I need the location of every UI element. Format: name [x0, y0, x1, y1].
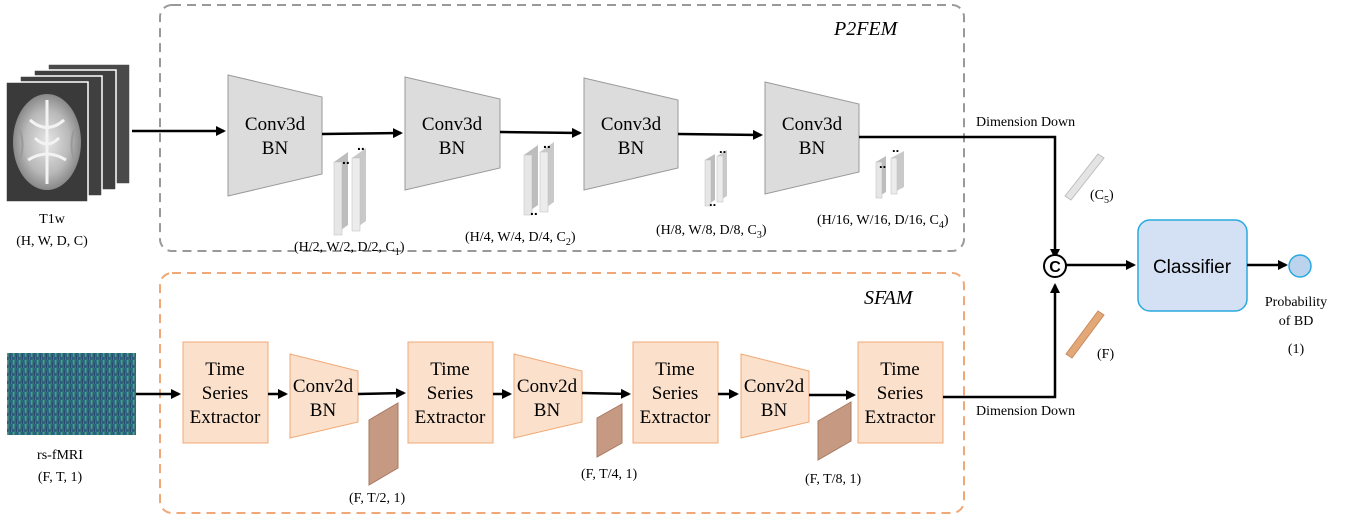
feature-shape-2d-label: (F, T/4, 1)	[581, 467, 638, 482]
svg-text:..: ..	[879, 156, 886, 171]
f-vector-label: (F)	[1097, 347, 1114, 362]
dimension-down-label-bottom: Dimension Down	[976, 404, 1075, 419]
feature-map-3d: .. ..	[704, 141, 727, 209]
p2fem-arrows	[132, 126, 1060, 259]
conv3d-block: Conv3d BN	[227, 74, 323, 197]
concat-symbol: C	[1049, 259, 1061, 276]
feature-shape-3d-label: (H/16, W/16, D/16, C4)	[817, 213, 949, 231]
svg-text:..: ..	[709, 194, 716, 209]
p2fem-title: P2FEM	[833, 18, 899, 40]
feature-map-3d: .. ..	[875, 140, 904, 199]
conv3d-label-1: Conv3d	[601, 114, 662, 135]
tse-line-2: Series	[652, 383, 698, 404]
feature-map-2d	[596, 403, 623, 458]
conv3d-block: Conv3d BN	[583, 77, 679, 191]
output-label-1: Probability	[1265, 295, 1327, 310]
conv2d-label-1: Conv2d	[744, 376, 805, 397]
conv2d-label-1: Conv2d	[293, 376, 354, 397]
fmri-label: rs-fMRI	[37, 448, 83, 463]
t1w-label: T1w	[39, 212, 66, 227]
tse-line-1: Time	[430, 359, 469, 380]
sfam-arrows	[136, 283, 1060, 400]
feature-map-3d: .. ..	[523, 135, 554, 218]
svg-text:..: ..	[543, 135, 551, 151]
tse-line-2: Series	[877, 383, 923, 404]
svg-text:..: ..	[342, 151, 350, 167]
output-shape: (1)	[1288, 342, 1305, 357]
output-node	[1288, 254, 1312, 278]
conv3d-label-2: BN	[618, 138, 645, 159]
tse-line-1: Time	[205, 359, 244, 380]
classifier-label: Classifier	[1153, 257, 1232, 278]
conv3d-label-1: Conv3d	[422, 114, 483, 135]
time-series-extractor: Time Series Extractor	[632, 341, 719, 444]
conv3d-block: Conv3d BN	[404, 76, 501, 191]
tse-line-3: Extractor	[865, 407, 936, 428]
feature-map-3d: .. ..	[333, 137, 366, 236]
svg-text:..: ..	[357, 137, 365, 153]
tse-line-2: Series	[427, 383, 473, 404]
conv3d-label-2: BN	[262, 138, 289, 159]
svg-text:..: ..	[530, 202, 538, 218]
conv2d-label-1: Conv2d	[517, 376, 578, 397]
conv3d-label-2: BN	[439, 138, 466, 159]
sfam-title: SFAM	[864, 287, 914, 309]
feature-shape-3d-label: (H/8, W/8, D/8, C3)	[656, 223, 767, 241]
c5-vector	[1064, 153, 1105, 201]
conv3d-label-1: Conv3d	[245, 114, 306, 135]
conv3d-block: Conv3d BN	[764, 81, 860, 195]
time-series-extractor: Time Series Extractor	[857, 341, 944, 444]
tse-line-3: Extractor	[640, 407, 711, 428]
conv2d-label-2: BN	[310, 400, 337, 421]
conv2d-block: Conv2d BN	[740, 353, 810, 439]
fmri-image	[7, 353, 136, 435]
feature-shape-2d-label: (F, T/8, 1)	[805, 472, 862, 487]
output-label-2: of BD	[1279, 314, 1314, 329]
conv2d-block: Conv2d BN	[513, 353, 583, 439]
conv2d-label-2: BN	[761, 400, 788, 421]
dimension-down-label-top: Dimension Down	[976, 115, 1075, 130]
f-vector	[1065, 310, 1105, 359]
time-series-extractor: Time Series Extractor	[182, 341, 269, 444]
t1w-image-stack	[5, 63, 131, 203]
feature-map-2d	[817, 401, 852, 461]
conv2d-block: Conv2d BN	[289, 353, 359, 439]
tse-line-2: Series	[202, 383, 248, 404]
feature-shape-3d-label: (H/4, W/4, D/4, C2)	[465, 230, 576, 248]
time-series-extractor: Time Series Extractor	[407, 341, 494, 444]
tse-line-3: Extractor	[415, 407, 486, 428]
feature-shape-2d-label: (F, T/2, 1)	[349, 491, 406, 506]
tse-line-1: Time	[655, 359, 694, 380]
tse-line-1: Time	[880, 359, 919, 380]
conv2d-label-2: BN	[534, 400, 561, 421]
t1w-shape: (H, W, D, C)	[16, 234, 88, 249]
svg-text:..: ..	[892, 140, 899, 155]
conv3d-label-1: Conv3d	[782, 114, 843, 135]
conv3d-label-2: BN	[799, 138, 826, 159]
fmri-shape: (F, T, 1)	[38, 470, 83, 485]
feature-map-2d	[368, 402, 399, 486]
tse-line-3: Extractor	[190, 407, 261, 428]
p2fem-module-border	[159, 4, 965, 252]
c5-label: (C5)	[1090, 188, 1114, 206]
svg-text:..: ..	[719, 141, 726, 156]
feature-shape-3d-label: (H/2, W/2, D/2, C1)	[294, 240, 405, 258]
